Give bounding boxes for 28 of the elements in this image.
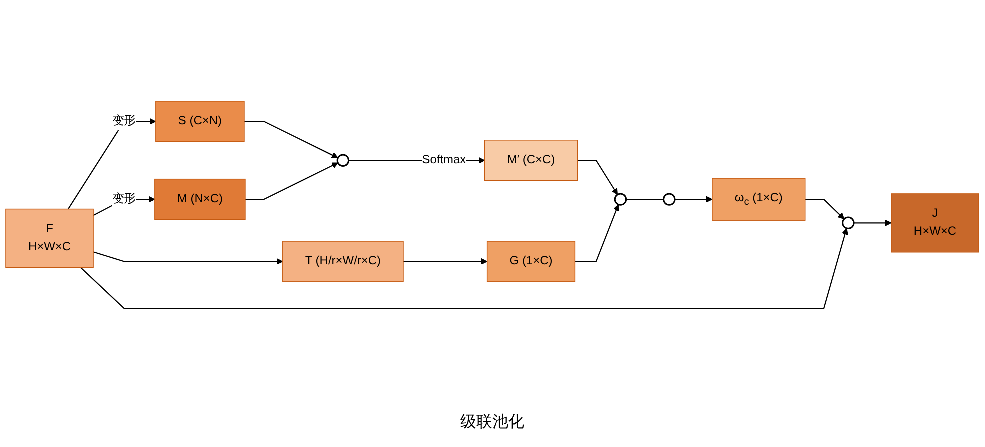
- connector: [626, 199, 664, 200]
- arrow: [245, 162, 338, 200]
- arrow: [578, 160, 618, 196]
- edge-label: Softmax: [422, 154, 466, 167]
- node-box: G (1×C): [486, 241, 576, 282]
- node-box: M (N×C): [154, 178, 246, 220]
- arrow: [575, 204, 620, 262]
- bracket-note: 级联池化: [460, 414, 524, 431]
- arrow: [93, 252, 284, 265]
- arrow: [68, 118, 156, 210]
- node-box: M′ (C×C): [484, 140, 578, 182]
- arrow: [80, 228, 848, 310]
- arrow: [854, 220, 892, 226]
- edge-label: 变形: [112, 192, 136, 206]
- node-box: F H×W×C: [6, 208, 94, 268]
- arrow: [805, 199, 845, 220]
- edge-label: 变形: [112, 114, 136, 128]
- arrow: [404, 258, 488, 265]
- arrow: [675, 196, 713, 203]
- node-circle: [842, 216, 855, 230]
- arrow: [244, 121, 338, 158]
- node-box: T (H/r×W/r×C): [282, 241, 404, 282]
- node-box: ω$_{c}$ (1×C): [712, 178, 806, 221]
- node-box: J H×W×C: [891, 194, 980, 253]
- node-circle: [663, 193, 676, 206]
- node-circle: [336, 154, 350, 167]
- node-circle: [614, 193, 628, 206]
- node-box: S (C×N): [156, 101, 245, 142]
